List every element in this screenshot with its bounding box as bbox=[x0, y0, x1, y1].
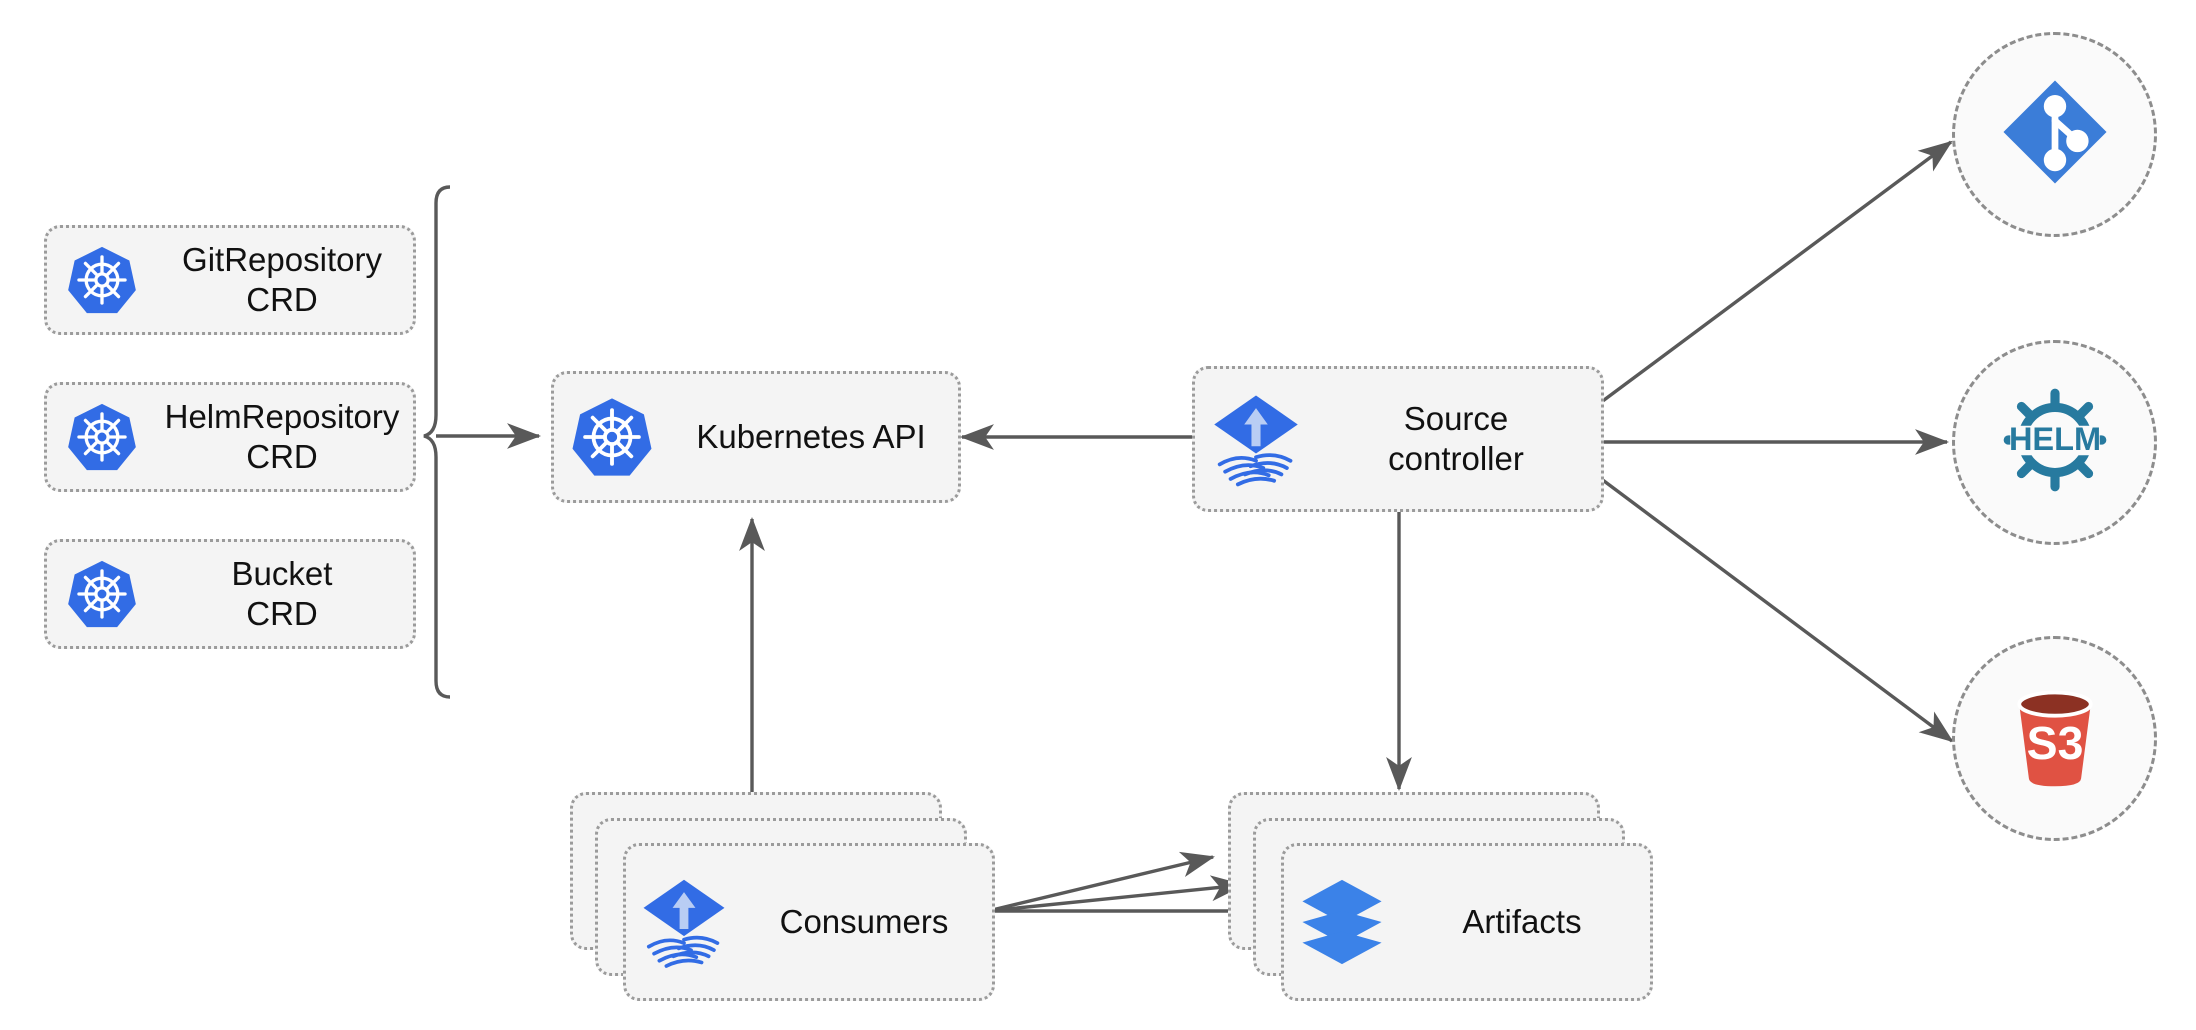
node-label: Artifacts bbox=[1462, 902, 1582, 940]
node-label: Consumers bbox=[779, 902, 949, 940]
helm-icon: HELM bbox=[1994, 379, 2116, 506]
source-helm-circle[interactable]: HELM bbox=[1952, 340, 2157, 545]
git-icon bbox=[1999, 76, 2111, 193]
edge-consumers-to-artifacts-2 bbox=[987, 875, 1246, 913]
layers-icon bbox=[1284, 876, 1400, 968]
node-bucket-crd[interactable]: Bucket CRD bbox=[44, 539, 416, 649]
node-gitrepository-crd[interactable]: GitRepository CRD bbox=[44, 225, 416, 335]
flux-icon bbox=[1195, 390, 1317, 488]
edge-consumers-to-artifacts-1 bbox=[987, 851, 1215, 913]
node-label: Kubernetes API bbox=[696, 417, 926, 455]
s3-label: S3 bbox=[2026, 717, 2083, 769]
node-label: HelmRepository CRD bbox=[164, 397, 400, 475]
helm-label: HELM bbox=[2008, 421, 2100, 457]
source-git-circle[interactable] bbox=[1952, 32, 2157, 237]
kubernetes-icon bbox=[554, 395, 670, 479]
node-consumers[interactable]: Consumers bbox=[623, 843, 995, 1001]
node-kubernetes-api[interactable]: Kubernetes API bbox=[551, 371, 961, 503]
node-label: GitRepository CRD bbox=[182, 240, 382, 318]
edge-source-controller-to-s3 bbox=[1598, 476, 1954, 743]
edge-source-controller-to-git bbox=[1598, 140, 1953, 405]
node-label: Bucket CRD bbox=[231, 554, 333, 632]
s3-icon: S3 bbox=[1997, 678, 2113, 799]
node-label: Source controller bbox=[1388, 399, 1524, 477]
kubernetes-icon bbox=[47, 401, 157, 473]
node-source-controller[interactable]: Source controller bbox=[1192, 366, 1604, 512]
source-s3-circle[interactable]: S3 bbox=[1952, 636, 2157, 841]
node-artifacts[interactable]: Artifacts bbox=[1281, 843, 1653, 1001]
flux-icon bbox=[626, 874, 742, 970]
kubernetes-icon bbox=[47, 558, 157, 630]
kubernetes-icon bbox=[47, 244, 157, 316]
crd-group-brace bbox=[423, 185, 451, 699]
node-helmrepository-crd[interactable]: HelmRepository CRD bbox=[44, 382, 416, 492]
